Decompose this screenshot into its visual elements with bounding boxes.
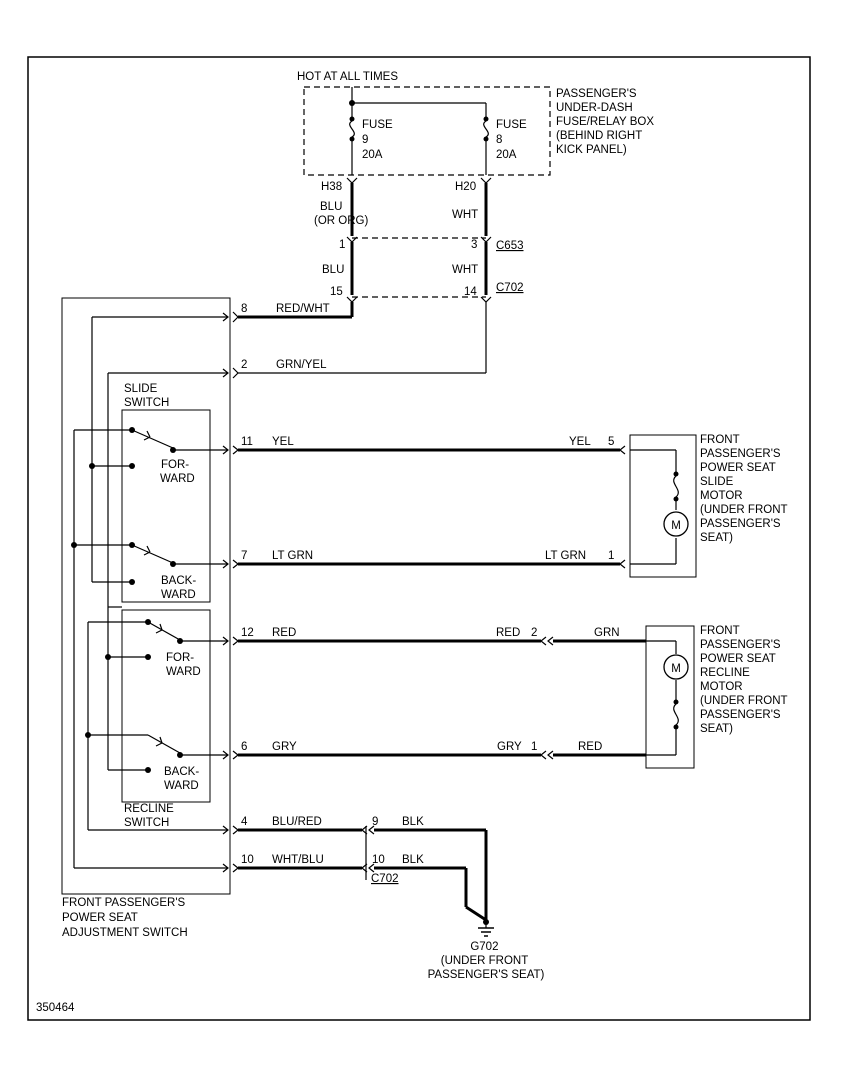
wire-wht-label-1: WHT <box>452 209 478 221</box>
hot-at-all-times-label: HOT AT ALL TIMES <box>297 71 398 83</box>
wire-4-conn-pin: 9 <box>372 816 378 828</box>
wire-11-pin: 11 <box>241 436 253 448</box>
recline-motor-symbol: M <box>671 663 681 675</box>
diagram-id-label: 350464 <box>36 1002 75 1014</box>
wire-12-motor-color: GRN <box>594 627 620 639</box>
wire-blu-or-org-label: BLU (OR ORG) <box>314 201 368 227</box>
wire-6-pin: 6 <box>241 741 247 753</box>
wire-12-far-pin: 2 <box>531 627 537 639</box>
connector-c653-label: C653 <box>496 240 524 252</box>
wire-4-pin: 4 <box>241 816 248 828</box>
wire-8-pin: 8 <box>241 303 247 315</box>
ground-icon <box>478 919 494 937</box>
connector-h38-icon <box>346 177 358 184</box>
wire-11-far-color: YEL <box>569 436 591 448</box>
recline-motor-icon <box>663 654 689 680</box>
slide-forward-label: FOR- WARD <box>160 459 195 485</box>
wire-6-far-pin: 1 <box>531 741 537 753</box>
slide-backward-label: BACK- WARD <box>161 575 199 601</box>
wire-11-color: YEL <box>272 436 294 448</box>
wire-12-far-color: RED <box>496 627 520 639</box>
recline-switch-outline <box>121 609 211 803</box>
wire-10-far-color: BLK <box>402 854 424 866</box>
slide-switch-outline <box>121 409 211 603</box>
wire-blu-label-2: BLU <box>322 264 344 276</box>
connector-h20-icon <box>480 177 492 184</box>
slide-motor-outline <box>629 434 697 578</box>
slide-motor-icon <box>663 511 689 537</box>
slide-switch-label: SLIDE SWITCH <box>124 383 169 409</box>
slide-motor-symbol: M <box>671 520 681 532</box>
wire-4-far-color: BLK <box>402 816 424 828</box>
recline-backward-contact <box>147 734 229 760</box>
wire-12-pin: 12 <box>241 627 254 639</box>
fuse-8-icon <box>483 116 489 175</box>
switch-internal-wiring <box>71 312 229 873</box>
fuse-relay-box-label: PASSENGER'S UNDER-DASH FUSE/RELAY BOX (B… <box>556 88 657 156</box>
connector-c702-bottom-label: C702 <box>371 873 399 885</box>
wire-2-pin: 2 <box>241 359 247 371</box>
recline-motor-internal <box>646 640 679 756</box>
pin-1-label: 1 <box>339 239 345 251</box>
wire-2-color: GRN/YEL <box>276 359 327 371</box>
wire-7-pin: 7 <box>241 550 247 562</box>
connector-h38-label: H38 <box>321 181 342 193</box>
adjustment-switch-label: FRONT PASSENGER'S POWER SEAT ADJUSTMENT … <box>62 897 188 939</box>
pin-15-label: 15 <box>330 286 343 298</box>
recline-motor-label: FRONT PASSENGER'S POWER SEAT RECLINE MOT… <box>700 625 791 735</box>
wire-10-pin: 10 <box>241 854 254 866</box>
ground-label: G702 (UNDER FRONT PASSENGER'S SEAT) <box>428 941 545 981</box>
recline-backward-label: BACK- WARD <box>164 766 202 792</box>
adjustment-switch-outline <box>61 297 231 895</box>
fuse-9-label: FUSE 9 20A <box>362 119 396 161</box>
wire-7-far-pin: 1 <box>608 550 614 562</box>
recline-forward-contact <box>147 621 229 646</box>
wire-7-color: LT GRN <box>272 550 313 562</box>
recline-motor-outline <box>645 625 695 769</box>
wire-4-color: BLU/RED <box>272 816 322 828</box>
pin-14-label: 14 <box>464 286 477 298</box>
wire-6-color: GRY <box>272 741 297 753</box>
wire-11-far-pin: 5 <box>608 436 614 448</box>
wire-7-far-color: LT GRN <box>545 550 586 562</box>
wire-10-color: WHT/BLU <box>272 854 324 866</box>
wire-wht-label-2: WHT <box>452 264 478 276</box>
wire-12-color: RED <box>272 627 296 639</box>
fuse-9-icon <box>349 116 355 175</box>
recline-switch-label: RECLINE SWITCH <box>124 803 177 829</box>
connector-h20-label: H20 <box>455 181 476 193</box>
slide-motor-internal <box>630 449 679 565</box>
pin-3-label: 3 <box>471 239 477 251</box>
slide-forward-contact <box>131 429 229 455</box>
wire-6-motor-color: RED <box>578 741 602 753</box>
wire-10-conn-pin: 10 <box>372 854 385 866</box>
slide-motor-label: FRONT PASSENGER'S POWER SEAT SLIDE MOTOR… <box>700 434 791 544</box>
recline-forward-label: FOR- WARD <box>166 652 201 678</box>
diagram-frame <box>27 56 811 1021</box>
fuse-relay-box-outline <box>303 86 551 176</box>
fuse-8-label: FUSE 8 20A <box>496 119 530 161</box>
wire-6-far-color: GRY <box>497 741 522 753</box>
slide-backward-contact <box>131 544 229 569</box>
connector-c702-top-label: C702 <box>496 282 524 294</box>
fuse-bus <box>349 87 487 117</box>
wire-8-color: RED/WHT <box>276 303 330 315</box>
